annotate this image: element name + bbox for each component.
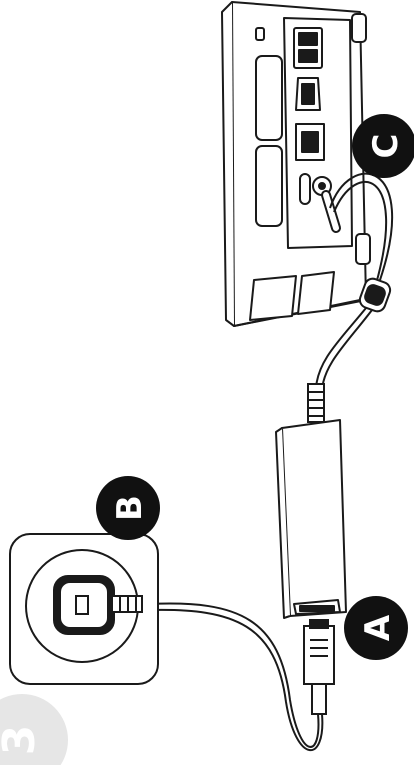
step-badge: 3 [0,694,68,765]
ac-cable [149,602,335,751]
step-number: 3 [0,725,45,756]
ferrite-core [358,277,392,313]
top-vent [255,55,283,227]
rear-port-panel [283,17,353,249]
callout-c: C [352,114,414,178]
callout-c-label: C [366,134,406,159]
power-adapter [275,419,347,619]
callout-a: A [344,596,408,660]
usb-c-port-icon [299,173,311,205]
wall-outlet [9,533,159,685]
callout-b-label: B [110,495,150,521]
mini-pc [221,1,371,327]
bottom-vent [249,271,335,321]
dc-cable [307,172,394,423]
callout-b: B [96,476,160,540]
callout-a-label: A [358,614,398,641]
